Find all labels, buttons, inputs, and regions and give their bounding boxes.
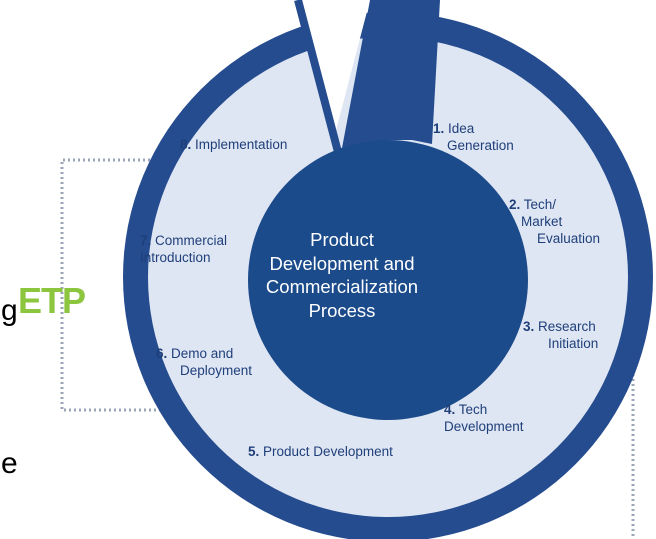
step-number: 4. [444, 402, 456, 417]
step-label: Evaluation [537, 231, 601, 246]
wedge-edge [294, 0, 342, 154]
step-label: Development [444, 419, 524, 434]
etp-logo: ETP [18, 280, 86, 321]
step-number: 3. [523, 319, 535, 334]
step-3-research-initiation: 3. Research Initiation [523, 318, 598, 352]
cycle-arrow [342, 0, 440, 148]
step-1-idea-generation: 1. Idea Generation [433, 120, 514, 154]
step-number: 6. [156, 346, 168, 361]
cycle-gap-wedge [298, 0, 370, 142]
step-label: Initiation [548, 336, 599, 351]
step-label: Research [538, 319, 596, 334]
step-7-commercial-introduction: 7. Commercial Introduction [140, 232, 227, 266]
step-5-product-development: 5. Product Development [248, 443, 393, 460]
step-8-implementation: 8. Implementation [180, 136, 287, 153]
step-label: Commercial [155, 233, 228, 248]
step-4-tech-development: 4. Tech Development [444, 401, 524, 435]
center-title: Product Development and Commercializatio… [247, 228, 437, 322]
side-letter-1: g [1, 294, 18, 327]
step-number: 5. [248, 444, 260, 459]
step-label: Product Development [263, 444, 393, 459]
step-number: 2. [509, 197, 521, 212]
center-title-line-2: Development and [269, 252, 415, 274]
center-title-line-3: Commercialization [265, 276, 419, 297]
step-label: Tech [458, 402, 488, 417]
step-label: Idea [448, 121, 475, 136]
step-number: 7. [140, 233, 152, 248]
step-number: 8. [180, 137, 192, 152]
center-title-line-4: Process [308, 299, 376, 321]
step-label: Market [521, 214, 563, 229]
step-label: Deployment [180, 363, 253, 378]
step-6-demo-and-deployment: 6. Demo and Deployment [156, 345, 252, 379]
step-label: Generation [447, 138, 514, 153]
side-letter-2: e [1, 447, 18, 480]
step-number: 1. [433, 121, 445, 136]
step-2-tech-market-evaluation: 2. Tech/ Market Evaluation [509, 196, 600, 247]
center-title-line-1: Product [310, 229, 374, 250]
step-label: Tech/ [523, 197, 557, 212]
step-label: Implementation [195, 137, 288, 152]
step-label: Introduction [140, 250, 211, 265]
step-label: Demo and [171, 346, 234, 361]
center-circle [248, 140, 528, 420]
